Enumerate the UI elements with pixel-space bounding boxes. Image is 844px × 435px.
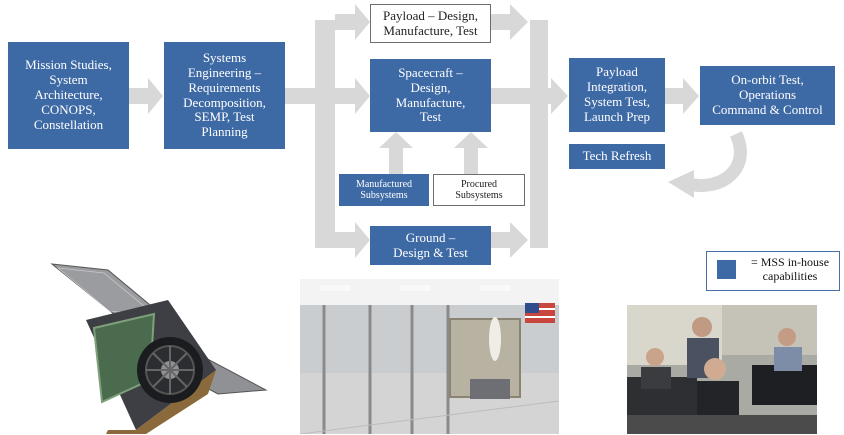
operations-center-photo <box>627 305 817 434</box>
arrow-mission-to-systems <box>129 78 163 114</box>
ground-box: Ground – Design & Test <box>370 226 491 265</box>
arrow-tech-refresh-loop <box>686 131 747 192</box>
cleanroom-photo <box>300 279 559 434</box>
arrow-payload-out <box>491 4 528 40</box>
systems-engineering-box: Systems Engineering – Requirements Decom… <box>164 42 285 149</box>
arrow-tech-refresh-head <box>668 170 694 198</box>
spacecraft-box: Spacecraft – Design, Manufacture, Test <box>370 59 491 132</box>
legend-swatch <box>717 260 736 279</box>
payload-design-box: Payload – Design, Manufacture, Test <box>370 4 491 43</box>
arrow-spacecraft-to-integration <box>491 78 568 114</box>
manufactured-subsystems-box: Manufactured Subsystems <box>339 174 429 206</box>
arrow-integration-to-onorbit <box>665 78 699 114</box>
tech-refresh-box: Tech Refresh <box>569 144 665 169</box>
mission-studies-box: Mission Studies, System Architecture, CO… <box>8 42 129 149</box>
legend-text: = MSS in-house capabilities <box>750 255 830 283</box>
arrow-collector-vertical <box>530 20 548 248</box>
arrow-to-payload <box>335 4 370 40</box>
arrow-ground-out <box>491 222 528 258</box>
arrow-to-spacecraft <box>335 78 370 114</box>
arrow-trunk-vertical <box>315 20 335 248</box>
payload-integration-box: Payload Integration, System Test, Launch… <box>569 58 665 132</box>
arrow-manufactured-up <box>379 132 413 174</box>
legend: = MSS in-house capabilities <box>706 251 840 291</box>
arrow-to-ground <box>335 222 370 258</box>
onorbit-box: On-orbit Test, Operations Command & Cont… <box>700 66 835 125</box>
arrow-procured-up <box>454 132 488 174</box>
satellite-render <box>50 263 268 434</box>
flow-arrows <box>129 4 747 258</box>
procured-subsystems-box: Procured Subsystems <box>433 174 525 206</box>
